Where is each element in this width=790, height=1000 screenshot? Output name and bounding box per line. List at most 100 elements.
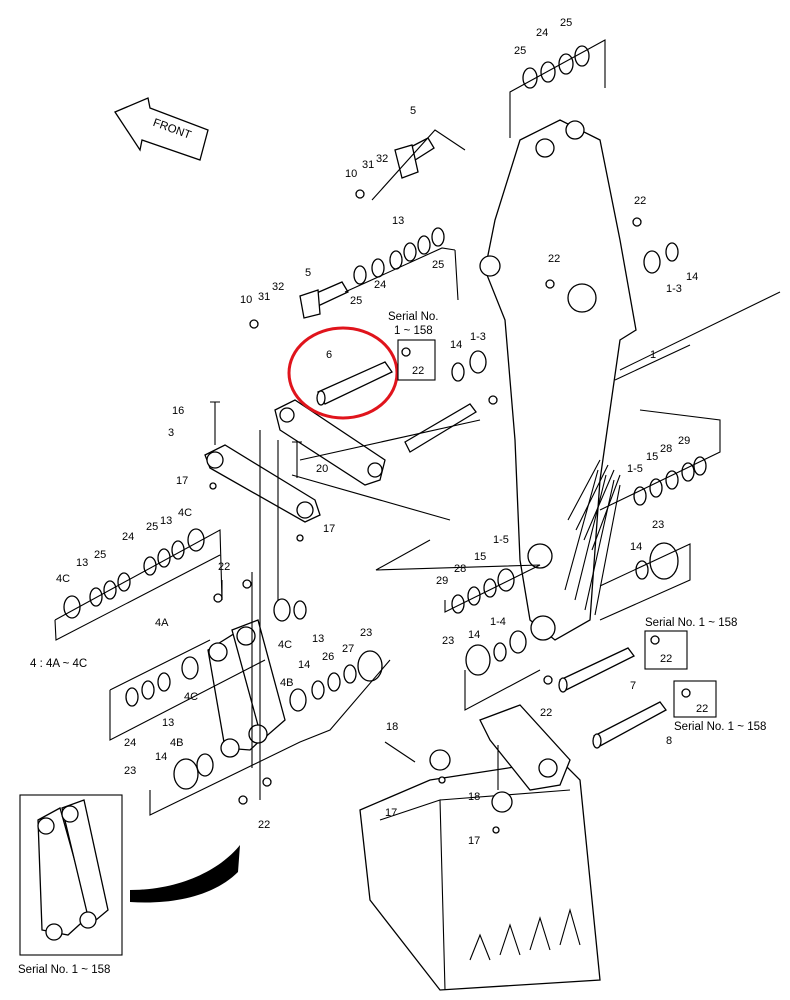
serial-box-pin6 [397, 339, 436, 381]
callout-22c: 22 [412, 365, 424, 377]
callout-22h: 22 [258, 819, 270, 831]
callout-10a: 10 [345, 168, 357, 180]
pin-part-8 [592, 701, 667, 749]
callout-22g: 22 [696, 703, 708, 715]
callout-7: 7 [630, 680, 636, 692]
callout-31b: 31 [258, 291, 270, 303]
pin-part-5-upper [394, 137, 435, 179]
bushing-stack-right [633, 456, 707, 580]
callout-23b: 23 [442, 635, 454, 647]
link-part-2 [274, 399, 386, 486]
callout-1-5b: 1-5 [627, 463, 643, 475]
callout-16: 16 [172, 405, 184, 417]
callout-29b: 29 [678, 435, 690, 447]
callout-18a: 18 [386, 721, 398, 733]
bar-part-3 [204, 444, 321, 523]
callout-25e: 25 [94, 549, 106, 561]
callout-32b: 32 [272, 281, 284, 293]
callout-25f: 25 [146, 521, 158, 533]
callout-4B-right: 4B [280, 677, 293, 689]
washer-stack-upper-left [353, 227, 445, 285]
callout-10b: 10 [240, 294, 252, 306]
callout-17b: 17 [323, 523, 335, 535]
serial-note-inset: Serial No. 1 ~ 158 [18, 964, 110, 976]
callout-24c: 24 [122, 531, 134, 543]
callout-17d: 17 [468, 835, 480, 847]
callout-1: 1 [650, 349, 656, 361]
callout-4C-mid: 4C [278, 639, 292, 651]
guide-lines [54, 39, 781, 816]
bushing-stack-1-3 [451, 242, 679, 382]
callout-24a: 24 [536, 27, 548, 39]
callout-5-upper: 5 [410, 105, 416, 117]
callout-25c: 25 [432, 259, 444, 271]
callout-23a: 23 [652, 519, 664, 531]
text-layer: Serial No. 1 ~ 158 Serial No. 1 ~ 158 Se… [18, 17, 766, 976]
callout-22e: 22 [540, 707, 552, 719]
callout-5-lower: 5 [305, 267, 311, 279]
callout-13b: 13 [160, 515, 172, 527]
callout-26: 26 [322, 651, 334, 663]
pin-part-6 [316, 361, 393, 406]
callout-6: 6 [326, 349, 332, 361]
callout-20: 20 [316, 463, 328, 475]
callout-8: 8 [666, 735, 672, 747]
boom-part-1 [479, 119, 637, 641]
callout-1-4: 1-4 [490, 616, 506, 628]
callout-14c: 14 [630, 541, 642, 553]
callout-3: 3 [168, 427, 174, 439]
callout-25d: 25 [350, 295, 362, 307]
callout-13d: 13 [312, 633, 324, 645]
callout-23c: 23 [360, 627, 372, 639]
serial-note-pin7: Serial No. 1 ~ 158 [645, 617, 737, 629]
callout-24d: 24 [124, 737, 136, 749]
callout-25a: 25 [560, 17, 572, 29]
callout-28a: 28 [454, 563, 466, 575]
bushing-stack-center [451, 568, 527, 676]
callout-31a: 31 [362, 159, 374, 171]
callout-15a: 15 [474, 551, 486, 563]
callout-14f: 14 [155, 751, 167, 763]
callout-4B-left: 4B [170, 737, 183, 749]
bucket [359, 704, 601, 991]
callout-17a: 17 [176, 475, 188, 487]
callout-1-5a: 1-5 [493, 534, 509, 546]
bolts [209, 189, 691, 834]
callout-13a: 13 [392, 215, 404, 227]
callout-25b: 25 [514, 45, 526, 57]
callout-14b: 14 [450, 339, 462, 351]
link-assembly-4 [125, 598, 383, 790]
callout-29a: 29 [436, 575, 448, 587]
callout-4C-top: 4C [178, 507, 192, 519]
inset-pointer-arrow [130, 845, 240, 903]
callout-14e: 14 [298, 659, 310, 671]
callout-22f: 22 [660, 653, 672, 665]
pin-mid [404, 403, 477, 453]
callout-4C-left: 4C [56, 573, 70, 585]
serial-note-pin6-l2: 1 ~ 158 [394, 325, 433, 337]
callout-22d: 22 [218, 561, 230, 573]
callout-23d: 23 [124, 765, 136, 777]
callout-22b: 22 [548, 253, 560, 265]
callout-14d: 14 [468, 629, 480, 641]
inset-link-variant [19, 794, 240, 956]
callout-24b: 24 [374, 279, 386, 291]
pin-part-5-lower [299, 281, 349, 319]
callout-1-3a: 1-3 [666, 283, 682, 295]
callout-14a: 14 [686, 271, 698, 283]
set-note: 4 : 4A ~ 4C [30, 658, 87, 670]
callout-28b: 28 [660, 443, 672, 455]
callout-27: 27 [342, 643, 354, 655]
callout-4C-low: 4C [184, 691, 198, 703]
callout-1-3b: 1-3 [470, 331, 486, 343]
callout-15b: 15 [646, 451, 658, 463]
highlight-circle [287, 326, 399, 420]
washer-stack-left [63, 528, 205, 619]
serial-box-pin8 [673, 680, 717, 718]
callout-18b: 18 [468, 791, 480, 803]
serial-box-pin7 [644, 630, 688, 670]
pin-part-7 [558, 647, 635, 693]
serial-note-pin6-l1: Serial No. [388, 311, 439, 323]
